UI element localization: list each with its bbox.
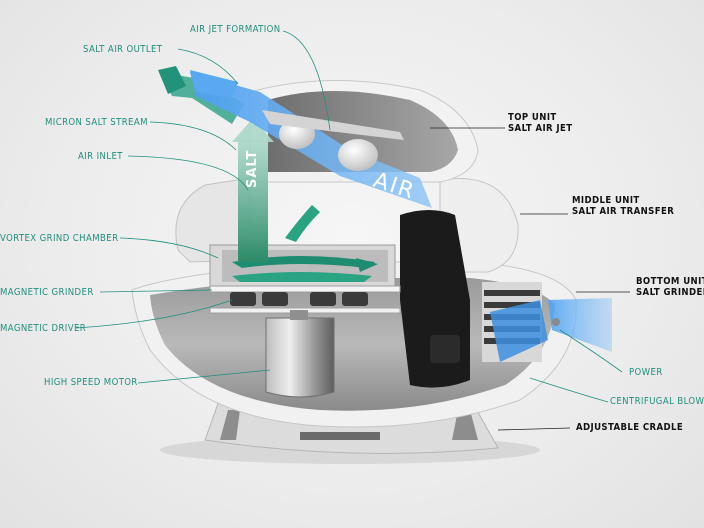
label-centrifugal-blower: CENTRIFUGAL BLOWER xyxy=(610,396,704,407)
label-top-unit: TOP UNIT SALT AIR JET xyxy=(508,112,572,134)
bottom-unit-line2: SALT GRINDER xyxy=(636,287,704,298)
middle-unit-line1: MIDDLE UNIT xyxy=(572,195,640,206)
magnetic-grinder-plate xyxy=(209,285,401,293)
magnetic-driver-rings xyxy=(230,292,368,306)
label-magnetic-driver: MAGNETIC DRIVER xyxy=(0,323,87,334)
bottom-unit-line1: BOTTOM UNIT xyxy=(636,276,704,287)
middle-unit-line2: SALT AIR TRANSFER xyxy=(572,206,675,217)
label-bottom-unit: BOTTOM UNIT SALT GRINDER xyxy=(636,276,704,298)
label-middle-unit: MIDDLE UNIT SALT AIR TRANSFER xyxy=(572,195,674,217)
top-unit-line2: SALT AIR JET xyxy=(508,123,573,134)
label-vortex-grind-chamber: VORTEX GRIND CHAMBER xyxy=(0,233,119,244)
label-air-jet-formation: AIR JET FORMATION xyxy=(190,24,281,35)
label-adjustable-cradle: ADJUSTABLE CRADLE xyxy=(576,422,684,433)
leader-lines xyxy=(75,30,331,384)
label-air-inlet: AIR INLET xyxy=(78,151,123,162)
label-high-speed-motor: HIGH SPEED MOTOR xyxy=(44,377,138,388)
micron-salt-stream xyxy=(238,140,268,262)
top-unit-line1: TOP UNIT xyxy=(508,112,557,123)
power-beam xyxy=(548,298,612,352)
high-speed-motor xyxy=(265,317,335,398)
salt-arrow-text: SALT xyxy=(245,150,260,188)
label-salt-air-outlet: SALT AIR OUTLET xyxy=(83,44,163,55)
label-micron-salt-stream: MICRON SALT STREAM xyxy=(45,117,148,128)
label-power: POWER xyxy=(629,367,663,378)
label-magnetic-grinder: MAGNETIC GRINDER xyxy=(0,287,94,298)
